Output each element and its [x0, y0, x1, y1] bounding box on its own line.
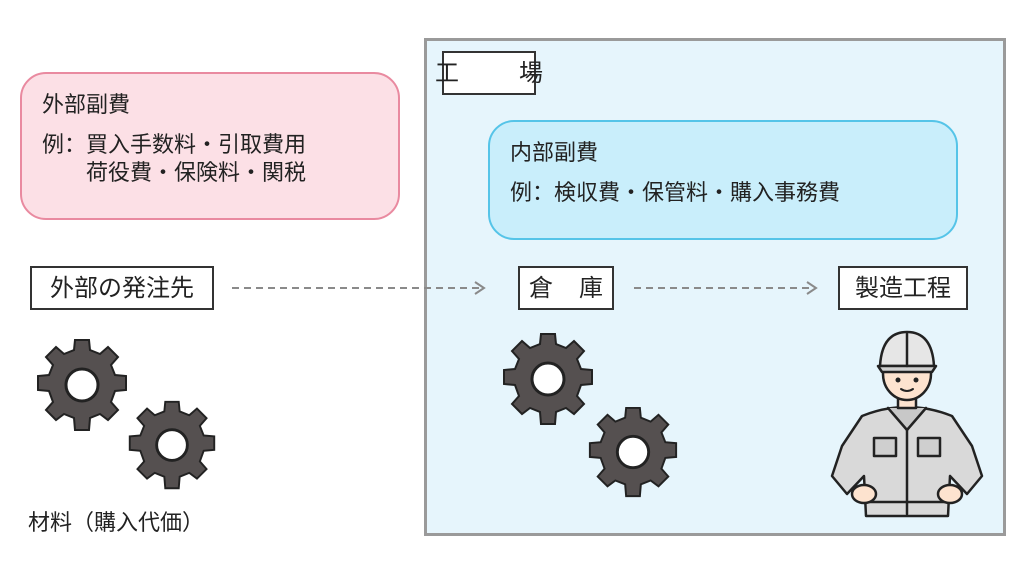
internal-cost-example-line: 検収費・保管料・購入事務費: [554, 181, 841, 206]
warehouse-label: 倉庫: [518, 266, 614, 310]
external-cost-example-line: 荷役費・保険料・関税: [86, 161, 307, 186]
supplier-label: 外部の発注先: [30, 266, 214, 310]
arrow-head-icon: [474, 281, 486, 295]
factory-label: 工 場: [435, 51, 543, 95]
internal-cost-title: 内部副費: [510, 141, 599, 166]
arrow-head-icon: [806, 281, 818, 295]
external-cost-box: 外部副費 例： 買入手数料・引取費用 荷役費・保険料・関税: [20, 72, 400, 220]
gear-icon: [588, 406, 678, 498]
external-cost-example-prefix: 例：: [42, 133, 87, 158]
worker-icon: [830, 330, 984, 518]
gear-icon: [37, 339, 127, 431]
gear-icon: [503, 333, 593, 425]
material-caption: 材料（購入代価）: [28, 511, 205, 536]
internal-cost-box: 内部副費 例： 検収費・保管料・購入事務費: [488, 120, 958, 240]
gear-icon: [128, 400, 216, 490]
internal-cost-example-prefix: 例：: [510, 181, 555, 206]
external-cost-example: 例： 買入手数料・引取費用 荷役費・保険料・関税: [42, 132, 378, 188]
manufacturing-process-label: 製造工程: [838, 266, 968, 310]
external-cost-example-line: 買入手数料・引取費用: [86, 133, 307, 158]
internal-cost-example: 例： 検収費・保管料・購入事務費: [510, 180, 936, 208]
external-cost-title: 外部副費: [42, 93, 131, 118]
